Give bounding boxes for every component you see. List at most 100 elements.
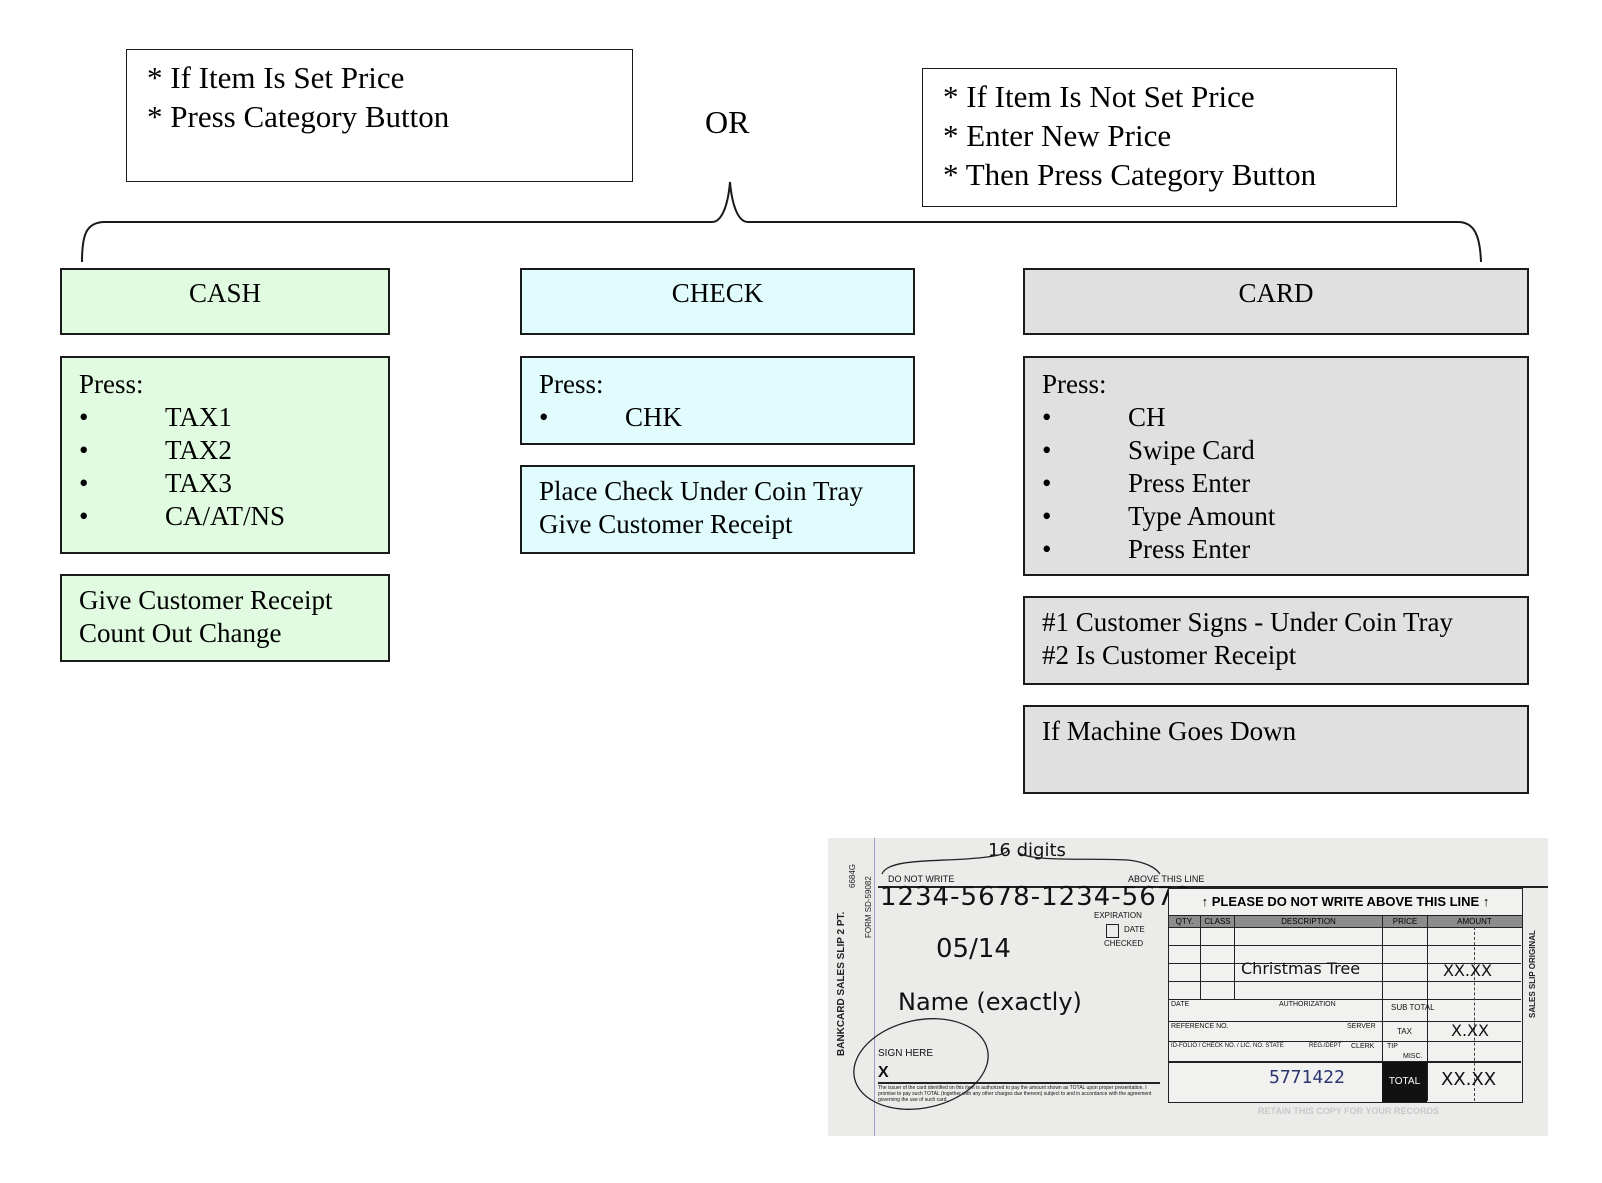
retain-copy-label: RETAIN THIS COPY FOR YOUR RECORDS xyxy=(1258,1106,1440,1116)
col-amount: AMOUNT xyxy=(1457,917,1492,926)
step-item: • CHK xyxy=(539,401,913,434)
grid-title-text: PLEASE DO NOT WRITE ABOVE THIS LINE xyxy=(1211,894,1480,909)
after-line: Count Out Change xyxy=(79,618,282,648)
hand-item-amount: XX.XX xyxy=(1443,961,1492,980)
grid-column-headers: QTY. CLASS DESCRIPTION PRICE AMOUNT xyxy=(1169,916,1522,928)
slip-grid: ↑ PLEASE DO NOT WRITE ABOVE THIS LINE ↑ … xyxy=(1168,888,1523,1103)
grid-line xyxy=(1169,945,1521,946)
hand-card-number: 1234-5678-1234-5678 xyxy=(880,882,1192,912)
step-item: • TAX1 xyxy=(79,401,388,434)
col-class: CLASS xyxy=(1201,916,1235,927)
hand-name: Name (exactly) xyxy=(898,988,1082,1016)
after-line: #2 Is Customer Receipt xyxy=(1042,640,1297,670)
slip-form-number: FORM SD-59082 xyxy=(864,876,873,938)
hand-tax: X.XX xyxy=(1451,1021,1489,1040)
misc-label: MISC. xyxy=(1403,1053,1423,1060)
card-steps-box: Press: •CH • Swipe Card •Press Enter • Typ… xyxy=(1023,356,1529,576)
card-header: CARD xyxy=(1023,268,1529,335)
step-item: • Swipe Card xyxy=(1042,434,1527,467)
step-label: TAX1 xyxy=(165,402,232,432)
grid-title: ↑ PLEASE DO NOT WRITE ABOVE THIS LINE ↑ xyxy=(1169,889,1522,916)
press-label: Press: xyxy=(1042,369,1107,399)
slip-form-code: 6684G xyxy=(848,863,857,888)
step-label: Press Enter xyxy=(1128,534,1251,564)
date-checked-checkbox xyxy=(1106,924,1119,938)
check-after-box: Place Check Under Coin Tray Give Custome… xyxy=(520,465,915,554)
hand-brace-icon xyxy=(881,849,1161,875)
signature-line xyxy=(878,1082,1160,1084)
sub-total-label: SUB TOTAL xyxy=(1391,1003,1435,1012)
step-label: Swipe Card xyxy=(1128,435,1255,465)
id-folio-label: ID-FOLIO / CHECK NO. / LIC. NO. STATE xyxy=(1171,1043,1284,1049)
slip-number: 5771422 xyxy=(1269,1067,1345,1088)
bullet-icon: • xyxy=(1042,435,1052,465)
do-not-write-label: DO NOT WRITE xyxy=(888,874,955,884)
step-label: CH xyxy=(1128,402,1166,432)
note-line: * If Item Is Set Price xyxy=(147,60,405,95)
step-label: Type Amount xyxy=(1128,501,1276,531)
step-item: •TAX2 xyxy=(79,434,388,467)
note-line: * If Item Is Not Set Price xyxy=(943,79,1255,114)
step-label: CA/AT/NS xyxy=(165,501,286,531)
note-line: * Then Press Category Button xyxy=(943,157,1317,192)
set-price-note: * If Item Is Set Price * Press Category … xyxy=(126,49,633,182)
after-line: Give Customer Receipt xyxy=(79,585,333,615)
note-line: * Enter New Price xyxy=(943,118,1172,153)
sign-here-label: SIGN HERE xyxy=(878,1048,934,1059)
card-after-box: #1 Customer Signs - Under Coin Tray #2 I… xyxy=(1023,596,1529,685)
tax-label: TAX xyxy=(1397,1027,1412,1036)
cents-divider xyxy=(1474,927,1475,1101)
cash-after-box: Give Customer Receipt Count Out Change xyxy=(60,574,390,662)
brace-connector xyxy=(81,181,1482,263)
cash-title: CASH xyxy=(188,278,262,308)
press-label: Press: xyxy=(79,369,144,399)
grid-line xyxy=(1169,999,1521,1000)
check-steps-box: Press: • CHK xyxy=(520,356,915,445)
total-label: TOTAL xyxy=(1382,1062,1427,1102)
step-label: TAX3 xyxy=(165,468,232,498)
step-item: • TAX3 xyxy=(79,467,388,500)
disclaimer-text: The issuer of the card identified on thi… xyxy=(878,1085,1152,1103)
date-field-label: DATE xyxy=(1171,1001,1190,1008)
authorization-label: AUTHORIZATION xyxy=(1279,1001,1336,1008)
bullet-icon: • xyxy=(79,468,89,498)
date-label: DATE xyxy=(1124,925,1145,934)
press-label: Press: xyxy=(539,369,604,399)
step-item: •Press Enter xyxy=(1042,533,1527,566)
step-item: •CH xyxy=(1042,401,1527,434)
bullet-icon: • xyxy=(1042,501,1052,531)
step-item: •Press Enter xyxy=(1042,467,1527,500)
grid-line xyxy=(1169,1061,1521,1063)
hand-item-description: Christmas Tree xyxy=(1241,959,1361,978)
step-label: TAX2 xyxy=(165,435,232,465)
checked-label: CHECKED xyxy=(1104,939,1144,948)
sales-slip-original-label: SALES SLIP ORIGINAL xyxy=(1528,930,1537,1018)
step-label: Press Enter xyxy=(1128,468,1251,498)
step-label: CHK xyxy=(625,402,683,432)
grid-line xyxy=(1200,927,1201,999)
step-item: • Type Amount xyxy=(1042,500,1527,533)
server-label: SERVER xyxy=(1347,1023,1376,1030)
check-header: CHECK xyxy=(520,268,915,335)
card-title: CARD xyxy=(1238,278,1314,308)
after-line: #1 Customer Signs - Under Coin Tray xyxy=(1042,607,1454,637)
step-item: •CA/AT/NS xyxy=(79,500,388,533)
reference-no-label: REFERENCE NO. xyxy=(1171,1023,1229,1030)
cash-header: CASH xyxy=(60,268,390,335)
col-price: PRICE xyxy=(1383,916,1428,927)
grid-line xyxy=(1169,981,1521,982)
after-line: Give Customer Receipt xyxy=(539,509,793,539)
bullet-icon: • xyxy=(79,402,89,432)
not-set-price-note: * If Item Is Not Set Price * Enter New P… xyxy=(922,68,1397,207)
write-line xyxy=(878,886,1548,888)
or-connector: OR xyxy=(705,104,750,140)
card-fallback-box: If Machine Goes Down xyxy=(1023,705,1529,794)
check-title: CHECK xyxy=(671,278,764,308)
grid-line xyxy=(1427,927,1428,1101)
bullet-icon: • xyxy=(539,402,549,432)
expiration-label: EXPIRATION xyxy=(1094,911,1142,920)
grid-line xyxy=(1169,1021,1521,1022)
col-qty: QTY. xyxy=(1169,916,1201,927)
cash-steps-box: Press: • TAX1 •TAX2 • TAX3 •CA/AT/NS xyxy=(60,356,390,554)
sign-x-mark: X xyxy=(878,1064,889,1081)
